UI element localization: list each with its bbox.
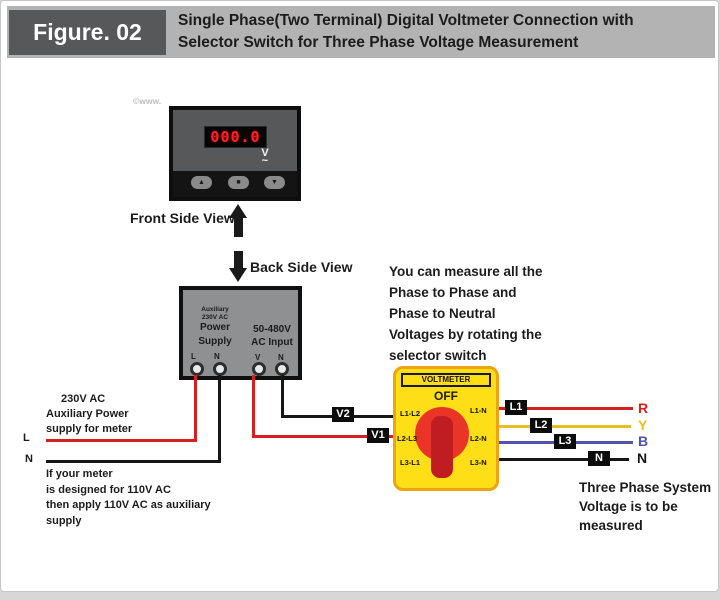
measure-note-line: Phase to Phase and xyxy=(389,285,517,300)
aux-n-wire-horizontal xyxy=(46,460,221,463)
phase-tag-l1: L1 xyxy=(505,400,527,415)
terminal-n-input xyxy=(275,362,289,376)
ac-tilde-symbol: ~ xyxy=(261,155,269,167)
phase-y-wire xyxy=(499,425,631,428)
note-110v-line: is designed for 110V AC xyxy=(46,483,171,496)
meter-display: 000.0 xyxy=(204,126,267,148)
phase-letter-b: B xyxy=(638,433,649,449)
figure-title-line2: Selector Switch for Three Phase Voltage … xyxy=(178,34,579,51)
phase-r-wire xyxy=(499,407,633,410)
aux-label-line: Auxiliary xyxy=(201,306,229,313)
aux-label-line: Supply xyxy=(198,336,232,347)
selector-pos-l1n: L1-N xyxy=(470,406,487,415)
meter-set-button: ■ xyxy=(228,176,249,189)
aux-note-line: supply for meter xyxy=(46,423,133,435)
terminal-v xyxy=(252,362,266,376)
supply-l-label: L xyxy=(23,432,30,444)
ac-input-label: 50-480V AC Input xyxy=(245,323,299,349)
terminal-label-l: L xyxy=(191,352,196,361)
supply-n-label: N xyxy=(25,453,33,465)
down-arrow-icon xyxy=(229,268,247,282)
aux-n-wire-vertical xyxy=(218,375,221,462)
note-110v-line: If your meter xyxy=(46,468,113,480)
front-meter: 000.0 V ~ ▲ ■ ▼ xyxy=(169,106,301,201)
terminal-label-n1: N xyxy=(214,352,220,361)
selector-pos-l2n: L2-N xyxy=(470,434,487,443)
figure-number-box: Figure. 02 xyxy=(9,10,166,55)
measure-note-line: Phase to Neutral xyxy=(389,306,496,321)
terminal-l xyxy=(190,362,204,376)
ac-input-line: 50-480V xyxy=(253,324,291,335)
aux-label-line: 230V AC xyxy=(201,314,229,321)
phase-tag-l2: L2 xyxy=(530,418,552,433)
meter-display-value: 000.0 xyxy=(210,128,261,146)
up-arrow-stem xyxy=(234,217,243,237)
three-phase-note-line: Voltage is to be xyxy=(579,499,678,514)
aux-note-line: 230V AC xyxy=(61,393,106,405)
three-phase-note-line: Three Phase System xyxy=(579,480,712,495)
ac-voltage-symbol: V ~ xyxy=(255,147,275,167)
set-square-icon: ■ xyxy=(236,179,241,186)
front-side-view-label: Front Side View xyxy=(130,210,235,226)
phase-tag-n: N xyxy=(588,451,610,466)
measure-note-line: Voltages by rotating the xyxy=(389,327,542,342)
figure-number-label: Figure. 02 xyxy=(33,19,142,45)
ac-input-line: AC Input xyxy=(251,337,293,348)
selector-pos-l1l2: L1-L2 xyxy=(400,409,421,418)
down-arrow-stem xyxy=(234,251,243,269)
v2-wire-tag: V2 xyxy=(332,407,354,422)
volt-unit-symbol: V xyxy=(261,147,269,159)
measure-note-line: selector switch xyxy=(389,348,487,363)
aux-supply-label: Auxiliary 230V AC Power Supply xyxy=(187,306,243,350)
watermark: ©www. xyxy=(133,96,162,106)
phase-tag-l3: L3 xyxy=(554,434,576,449)
selector-pos-l3l1: L3-L1 xyxy=(400,458,421,467)
measure-note: You can measure all the Phase to Phase a… xyxy=(389,261,543,366)
selector-off-label: OFF xyxy=(434,389,458,403)
note-110v: If your meter is designed for 110V AC th… xyxy=(46,467,211,529)
down-arrow-icon: ▼ xyxy=(271,179,278,186)
selector-knob-handle xyxy=(431,416,453,478)
phase-letter-y: Y xyxy=(638,417,648,433)
aux-l-wire-vertical xyxy=(194,375,197,441)
phase-letter-n: N xyxy=(637,450,648,466)
selector-title: VOLTMETER xyxy=(421,375,471,384)
meter-down-button: ▼ xyxy=(264,176,285,189)
back-meter: Auxiliary 230V AC Power Supply 50-480V A… xyxy=(179,286,302,380)
neutral-wire xyxy=(499,458,629,461)
selector-pos-l2l3: L2-L3 xyxy=(397,434,418,443)
v2-wire-vertical xyxy=(281,375,284,417)
terminal-n-supply xyxy=(213,362,227,376)
selector-switch: VOLTMETER OFF L1-L2 L2-L3 L3-L1 L1-N L2-… xyxy=(393,366,499,491)
measure-note-line: You can measure all the xyxy=(389,264,543,279)
aux-label-line: Power xyxy=(199,322,230,333)
v1-wire-horizontal xyxy=(252,435,393,438)
up-arrow-icon: ▲ xyxy=(198,179,205,186)
figure-title-line1: Single Phase(Two Terminal) Digital Voltm… xyxy=(178,12,634,29)
terminal-label-v: V xyxy=(255,353,261,362)
aux-power-note: 230V AC Auxiliary Power supply for meter xyxy=(46,392,132,437)
phase-letter-r: R xyxy=(638,400,649,416)
three-phase-note-line: measured xyxy=(579,518,643,533)
back-side-view-label: Back Side View xyxy=(250,259,353,275)
meter-up-button: ▲ xyxy=(191,176,212,189)
note-110v-line: then apply 110V AC as auxiliary xyxy=(46,499,211,511)
aux-note-line: Auxiliary Power xyxy=(46,408,129,420)
selector-pos-l3n: L3-N xyxy=(470,458,487,467)
v1-wire-tag: V1 xyxy=(367,428,389,443)
note-110v-line: supply xyxy=(46,514,82,527)
three-phase-note: Three Phase System Voltage is to be meas… xyxy=(579,478,711,535)
selector-title-band: VOLTMETER xyxy=(401,373,491,387)
up-arrow-icon xyxy=(229,204,247,218)
v1-wire-vertical xyxy=(252,375,255,437)
terminal-label-n2: N xyxy=(278,353,284,362)
aux-l-wire-horizontal xyxy=(46,439,197,442)
